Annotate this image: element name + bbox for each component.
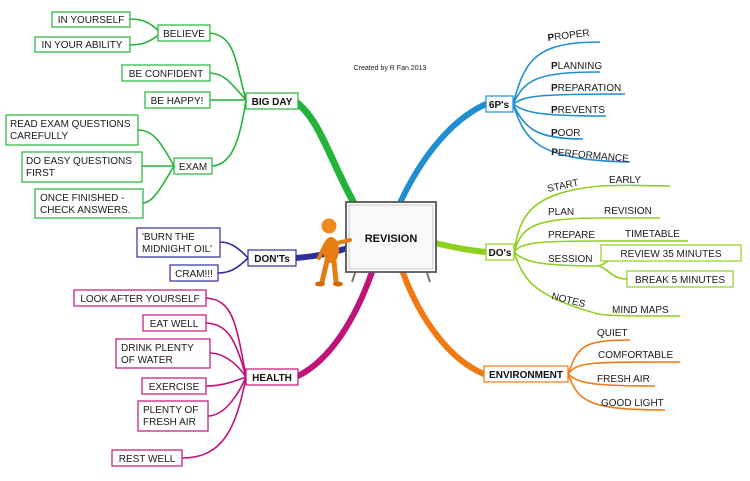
- health-item-2: EAT WELL: [150, 319, 199, 330]
- health-item-3-line2: OF WATER: [121, 355, 173, 366]
- presenter-figure-icon: [315, 218, 352, 287]
- dos-notes-value: MIND MAPS: [612, 305, 669, 316]
- dos-session-review: REVIEW 35 MINUTES: [620, 249, 721, 260]
- six-ps-item-2: PLANNING: [551, 61, 602, 72]
- dos-plan: PLAN: [548, 207, 574, 218]
- central-topic: REVISION: [365, 233, 418, 245]
- exam-item-1-line1: READ EXAM QUESTIONS: [10, 119, 131, 130]
- exam-item-2-line2: FIRST: [26, 168, 55, 179]
- central-whiteboard: [345, 201, 437, 283]
- believe-item-1: IN YOURSELF: [58, 15, 125, 26]
- be-happy: BE HAPPY!: [151, 96, 204, 107]
- health-item-4: EXERCISE: [149, 382, 200, 393]
- environment-item-3: FRESH AIR: [597, 374, 650, 385]
- health-item-6: REST WELL: [119, 454, 176, 465]
- dos-session: SESSION: [548, 254, 592, 265]
- health-item-5-line1: PLENTY OF: [143, 405, 198, 416]
- exam-item-2-line1: DO EASY QUESTIONS: [26, 156, 132, 167]
- credit-text: Created by R Fan 2013: [354, 65, 427, 72]
- donts-label: DON'Ts: [254, 254, 290, 265]
- big-day-label: BIG DAY: [252, 97, 293, 108]
- donts-item-1-line1: 'BURN THE: [142, 232, 195, 243]
- six-ps-item-3: PREPARATION: [551, 83, 621, 94]
- environment-item-1: QUIET: [597, 328, 628, 339]
- dos-label: DO's: [489, 248, 512, 259]
- health-item-3-line1: DRINK PLENTY: [121, 343, 194, 354]
- health-label: HEALTH: [252, 373, 292, 384]
- dos-session-break: BREAK 5 MINUTES: [635, 275, 725, 286]
- dos-start-value: EARLY: [609, 175, 641, 186]
- six-ps-item-1: PROPER: [547, 28, 590, 44]
- environment-item-4: GOOD LIGHT: [601, 398, 664, 409]
- six-ps-item-5: POOR: [551, 128, 580, 139]
- dos-notes: NOTES: [550, 291, 586, 310]
- six-ps-item-4: PREVENTS: [551, 105, 605, 116]
- exam-label: EXAM: [179, 162, 207, 173]
- dos-plan-value: REVISION: [604, 206, 652, 217]
- exam-item-3-line1: ONCE FINISHED -: [40, 193, 124, 204]
- be-confident: BE CONFIDENT: [129, 69, 203, 80]
- health-item-1: LOOK AFTER YOURSELF: [80, 294, 199, 305]
- believe-item-2: IN YOUR ABILITY: [42, 40, 123, 51]
- believe-label: BELIEVE: [163, 29, 205, 40]
- six-ps-item-6: PERFORMANCE: [551, 147, 630, 165]
- six-ps-label: 6P's: [489, 100, 510, 111]
- environment-item-2: COMFORTABLE: [598, 350, 674, 361]
- donts-item-1-line2: MIDNIGHT OIL': [142, 244, 212, 255]
- environment-label: ENVIRONMENT: [489, 370, 563, 381]
- exam-item-1-line2: CAREFULLY: [10, 131, 68, 142]
- donts-item-2: CRAM!!!: [175, 269, 213, 280]
- dos-prepare-value: TIMETABLE: [625, 229, 680, 240]
- dos-prepare: PREPARE: [548, 230, 595, 241]
- exam-item-3-line2: CHECK ANSWERS.: [40, 205, 131, 216]
- health-item-5-line2: FRESH AIR: [143, 417, 196, 428]
